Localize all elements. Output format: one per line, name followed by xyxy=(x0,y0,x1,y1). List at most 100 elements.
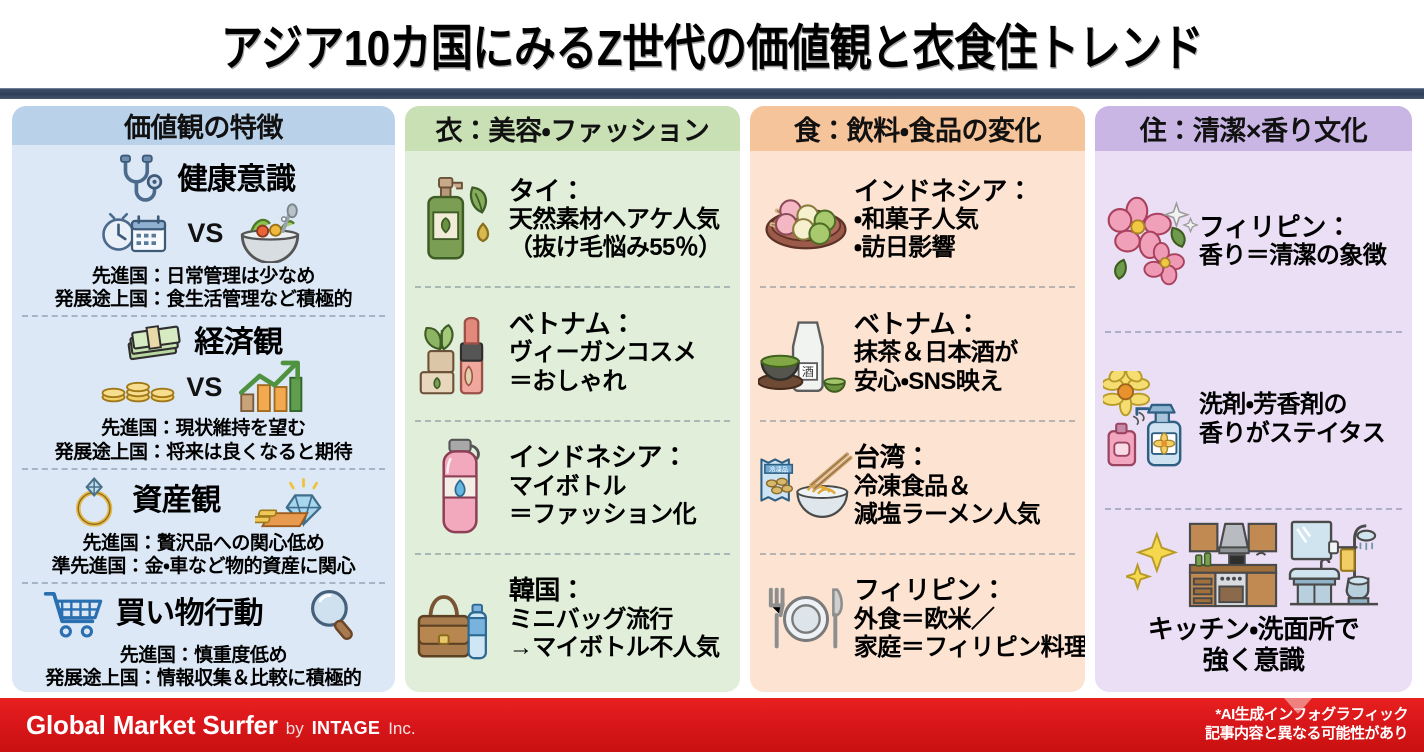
vs-label: VS xyxy=(187,217,224,248)
cash-stack-icon xyxy=(124,319,186,365)
entry-detergent-status: 洗剤・芳香剤の 香りがステイタス xyxy=(1101,330,1406,509)
column-header-clothing: 衣：美容・ファッション xyxy=(404,106,740,151)
kitchen-bathroom-sparkle-icon xyxy=(1126,518,1380,608)
handbag-bottle-icon xyxy=(413,576,509,662)
entry-detail: 先進国：日常管理は少なめ 発展途上国：食生活管理など積極的 xyxy=(55,265,353,311)
brand-name: Global Market Surfer xyxy=(26,709,278,740)
entry-line: ・和菓子人気 xyxy=(853,206,979,234)
brand-company-suffix: Inc. xyxy=(388,718,416,738)
ring-icon xyxy=(68,473,124,529)
page-title: アジア10カ国にみるZ世代の価値観と衣食住トレンド xyxy=(220,19,1204,76)
entry-title: タイ： xyxy=(508,175,586,206)
magnifier-icon xyxy=(305,586,365,642)
entry-line: ＝ファッション化 xyxy=(508,500,697,528)
column-food: 食：飲料・食品の変化 xyxy=(749,106,1085,692)
frozen-food-ramen-icon: 冷凍品 xyxy=(758,442,854,530)
caption-line: 強く意識 xyxy=(1202,645,1305,676)
stethoscope-icon xyxy=(111,151,169,209)
clock-calendar-icon xyxy=(99,209,177,257)
title-divider-rule xyxy=(0,88,1424,99)
entry-line: ＝おしゃれ xyxy=(508,367,627,395)
detail-line: 発展途上国：情報収集＆比較に積極的 xyxy=(45,668,362,690)
column-body-food: インドネシア： ・和菓子人気 ・訪日影響 酒 xyxy=(750,151,1085,692)
growth-chart-icon xyxy=(232,359,306,415)
entry-text: インドネシア： ・和菓子人気 ・訪日影響 xyxy=(853,176,1077,263)
entry-line: →マイボトル不人気 xyxy=(508,634,720,662)
disclaimer-line: *AI生成インフォグラフィック xyxy=(1215,706,1408,724)
entry-assets: 資産観 xyxy=(18,467,389,582)
entry-title: 資産観 xyxy=(132,483,221,517)
entry-taiwan-frozen: 冷凍品 xyxy=(756,419,1079,553)
entry-line: （抜け毛悩み55％） xyxy=(508,234,722,262)
lipstick-plant-cosmetics-icon xyxy=(413,307,509,399)
entry-line: 冷凍食品＆ xyxy=(853,472,972,500)
entry-title: 健康意識 xyxy=(177,163,296,197)
detergent-spray-flower-icon xyxy=(1102,370,1199,469)
cutlery-plate-icon xyxy=(758,576,854,662)
entry-thailand-beauty: タイ： 天然素材ヘアケ人気 （抜け毛悩み55％） xyxy=(411,153,734,286)
entry-text: ベトナム： ヴィーガンコスメ ＝おしゃれ xyxy=(508,308,732,396)
diamond-gold-icon xyxy=(254,472,339,530)
column-clothing: 衣：美容・ファッション xyxy=(404,106,740,692)
column-values: 価値観の特徴 xyxy=(12,106,395,692)
vs-label: VS xyxy=(186,371,223,402)
entry-text: 台湾： 冷凍食品＆ 減塩ラーメン人気 xyxy=(853,442,1077,529)
coins-icon xyxy=(100,366,176,408)
entry-shopping: 買い物行動 先進国：慎重度低め 発展途上国：情報収集＆比較に積極的 xyxy=(18,582,389,692)
entry-line: マイボトル xyxy=(508,472,627,500)
entry-caption: キッチン・洗面所で 強く意識 xyxy=(1147,613,1360,676)
column-header-food: 食：飲料・食品の変化 xyxy=(749,106,1085,151)
entry-title: 韓国： xyxy=(508,575,586,606)
detail-line: 先進国：贅沢品への関心低め xyxy=(82,532,325,554)
entry-line: 洗剤・芳香剤の xyxy=(1198,391,1348,419)
caption-line: キッチン・洗面所で xyxy=(1147,613,1360,644)
column-living: 住：清潔×香り文化 xyxy=(1094,106,1412,692)
entry-line: ミニバッグ流行 xyxy=(508,605,673,633)
svg-text:冷凍品: 冷凍品 xyxy=(769,465,788,474)
columns-container: 価値観の特徴 xyxy=(0,106,1424,692)
brand-by-label: by xyxy=(285,718,304,738)
entry-line: 香りがステイタス xyxy=(1198,419,1386,447)
svg-text:酒: 酒 xyxy=(802,365,814,379)
entry-line: 抹茶＆日本酒が xyxy=(853,339,1018,367)
entry-text: タイ： 天然素材ヘアケ人気 （抜け毛悩み55％） xyxy=(508,175,732,263)
entry-line: 天然素材ヘアケ人気 xyxy=(508,206,720,234)
detail-line: 先進国：慎重度低め xyxy=(119,645,288,667)
detail-line: 準先進国：金・車など物的資産に関心 xyxy=(51,555,356,577)
detail-line: 先進国：日常管理は少なめ xyxy=(91,266,316,287)
entry-line: ・訪日影響 xyxy=(853,234,956,262)
entry-text: フィリピン： 外食＝欧米／ 家庭＝フィリピン料理 xyxy=(854,576,1085,662)
pink-water-bottle-icon xyxy=(413,436,509,536)
entry-health: 健康意識 xyxy=(18,147,389,315)
column-header-values: 価値観の特徴 xyxy=(12,106,395,145)
corner-fold-decoration xyxy=(1284,698,1312,714)
sakura-flower-sparkle-icon xyxy=(1103,194,1199,290)
column-body-living: フィリピン： 香り＝清潔の象徴 xyxy=(1095,151,1412,692)
entry-text: インドネシア： マイボトル ＝ファッション化 xyxy=(508,442,732,529)
entry-line: 減塩ラーメン人気 xyxy=(853,500,1041,528)
entry-title: インドネシア： xyxy=(508,442,688,472)
entry-philippines-dining: フィリピン： 外食＝欧米／ 家庭＝フィリピン料理 xyxy=(756,552,1085,686)
detail-line: 先進国：現状維持を望む xyxy=(101,418,306,440)
entry-line: 安心・SNS映え xyxy=(853,367,1003,395)
shopping-cart-icon xyxy=(42,588,108,640)
entry-line: 香り＝清潔の象徴 xyxy=(1198,242,1387,270)
entry-title: 台湾： xyxy=(853,442,931,472)
entry-title: ベトナム： xyxy=(508,308,636,339)
entry-title: 経済観 xyxy=(194,325,283,359)
column-header-living: 住：清潔×香り文化 xyxy=(1094,106,1412,151)
detail-line: 発展途上国：食生活管理など積極的 xyxy=(54,289,353,311)
entry-detail: 先進国：現状維持を望む 発展途上国：将来は良くなると期待 xyxy=(55,417,353,463)
disclaimer-line: 記事内容と異なる可能性があり xyxy=(1204,725,1409,742)
entry-philippines-fragrance: フィリピン： 香り＝清潔の象徴 xyxy=(1101,153,1406,331)
column-body-clothing: タイ： 天然素材ヘアケ人気 （抜け毛悩み55％） xyxy=(405,151,740,692)
entry-title: フィリピン： xyxy=(853,575,1007,606)
entry-text: フィリピン： 香り＝清潔の象徴 xyxy=(1198,211,1404,271)
entry-kitchen-bathroom: キッチン・洗面所で 強く意識 xyxy=(1101,508,1406,686)
entry-line: 家庭＝フィリピン料理 xyxy=(853,634,1085,662)
entry-indonesia-bottle: インドネシア： マイボトル ＝ファッション化 xyxy=(411,419,734,553)
entry-text: ベトナム： 抹茶＆日本酒が 安心・SNS映え xyxy=(853,309,1077,396)
entry-title: フィリピン： xyxy=(1198,211,1352,242)
matcha-sake-icon: 酒 xyxy=(757,307,854,399)
